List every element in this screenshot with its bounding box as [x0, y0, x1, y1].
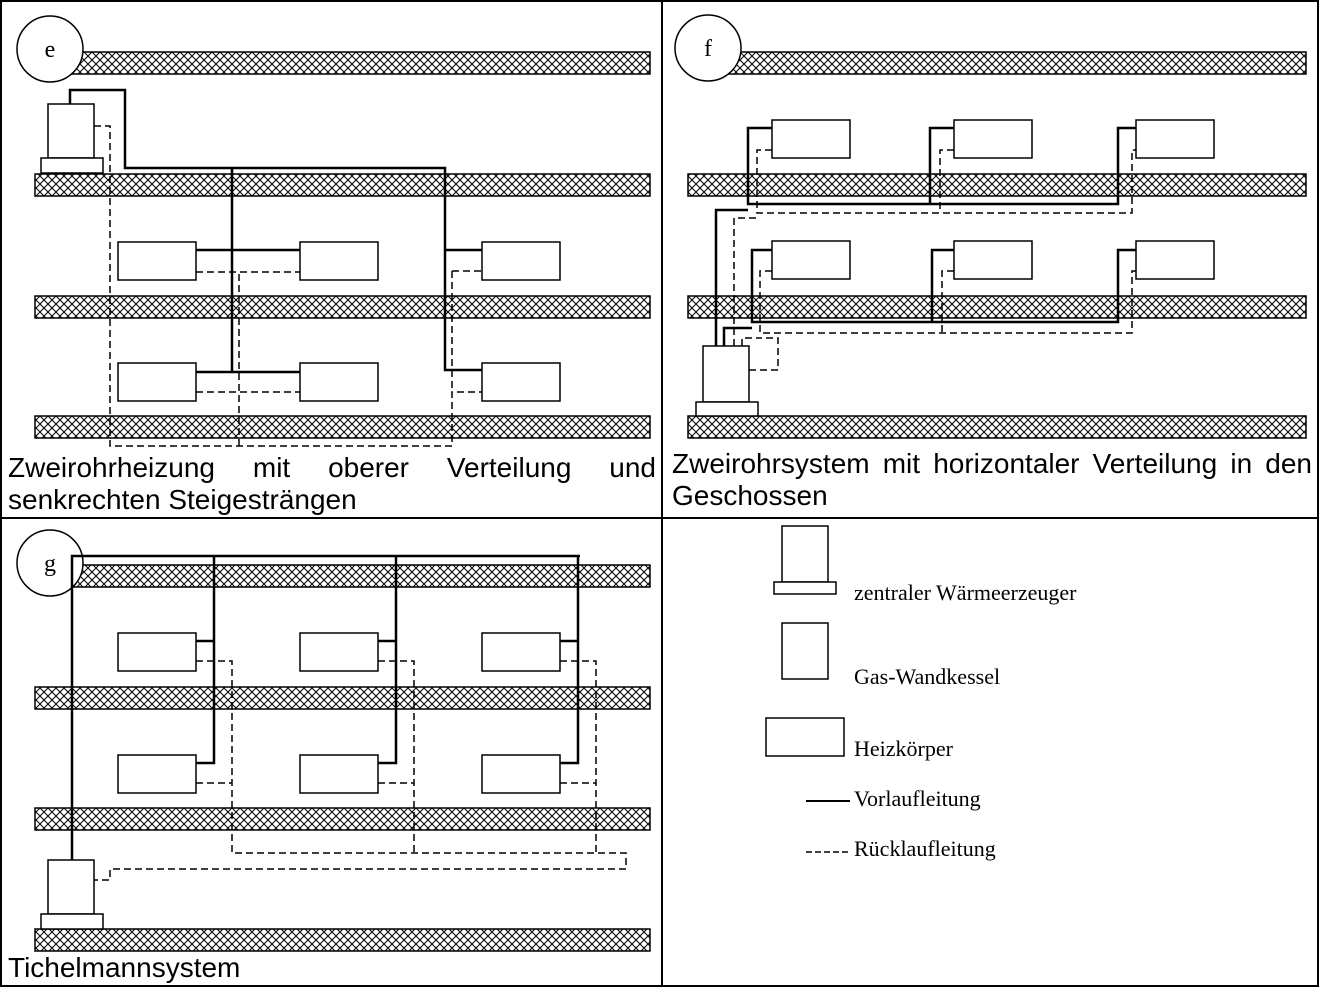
caption-g: Tichelmannsystem — [8, 952, 241, 983]
legend-central-generator-symbol — [773, 525, 837, 595]
caption-f: Zweirohrsystem mit horizontaler Verteilu… — [672, 448, 1312, 511]
badge-g: g — [16, 529, 84, 597]
return-lines-e — [94, 125, 482, 447]
return-lines-g — [94, 660, 627, 881]
radiators-e — [117, 241, 561, 402]
legend-return-line-label: Rücklaufleitung — [854, 836, 996, 861]
caption-e: Zweirohrheizung mit oberer Verteilung un… — [8, 452, 656, 515]
return-lines-f — [733, 149, 1136, 371]
floor-slabs-f — [687, 51, 1307, 439]
badge-e-text: e — [45, 37, 56, 63]
badge-f: f — [674, 14, 742, 82]
legend-radiator-symbol — [765, 717, 845, 757]
badge-f-text: f — [704, 36, 712, 62]
supply-lines-f — [714, 126, 1136, 346]
radiators-f — [771, 119, 1215, 280]
legend-supply-line-label: Vorlaufleitung — [854, 786, 981, 811]
central-heat-generator-e — [40, 103, 104, 174]
central-heat-generator-g — [40, 859, 104, 930]
badge-g-text: g — [44, 551, 56, 577]
gas-wall-boiler-f — [695, 345, 759, 417]
legend-central-generator-label: zentraler Wärmeerzeuger — [854, 580, 1077, 605]
radiators-g — [117, 632, 561, 794]
supply-lines-e — [68, 88, 482, 374]
legend-gas-boiler-symbol — [781, 622, 829, 680]
badge-e: e — [16, 15, 84, 83]
floor-slabs-g — [34, 564, 651, 952]
legend-radiator-label: Heizkörper — [854, 736, 953, 761]
panel-g: g — [16, 529, 651, 952]
supply-lines-g — [70, 554, 580, 860]
panel-e: e — [16, 15, 651, 447]
panel-f: f — [674, 14, 1307, 439]
legend-gas-boiler-label: Gas-Wandkessel — [854, 664, 1001, 689]
legend — [765, 525, 850, 853]
